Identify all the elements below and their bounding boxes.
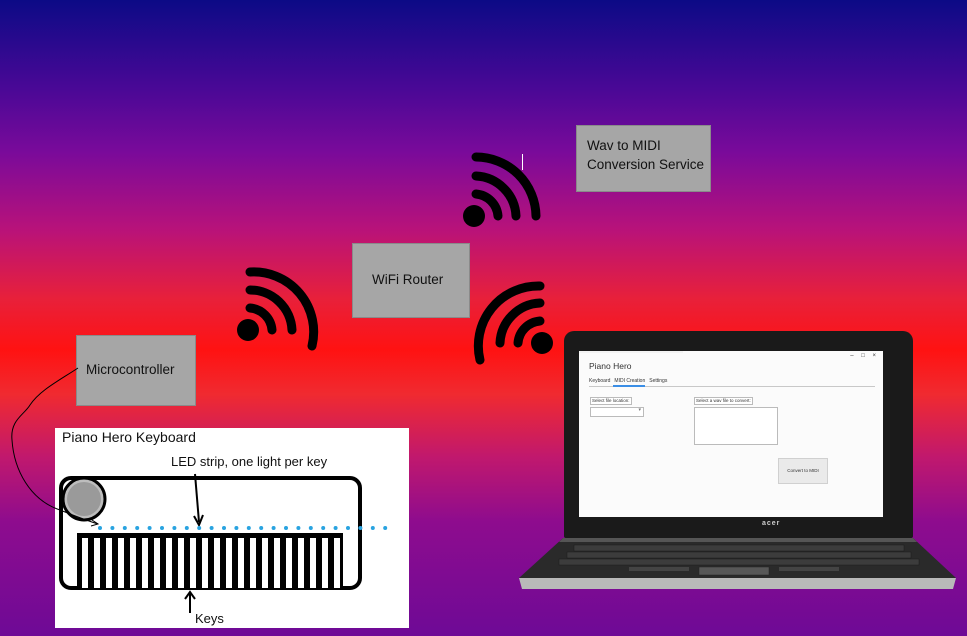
led-light-icon [271, 526, 276, 530]
tab-keyboard[interactable]: Keyboard [589, 378, 611, 384]
piano-key [130, 538, 136, 588]
file-location-select[interactable]: ▾ [590, 407, 644, 417]
laptop-keyboard-deck [519, 538, 956, 589]
keys-label: Keys [195, 611, 224, 626]
laptop: – □ × Piano Hero Keyboard MIDI Creation … [519, 331, 956, 589]
wav-file-input[interactable] [694, 407, 778, 445]
piano-key [154, 538, 160, 588]
piano-key [274, 538, 280, 588]
keyboard-diagram: Piano Hero Keyboard LED strip, one light… [55, 428, 409, 628]
led-light-icon [122, 526, 127, 530]
led-light-icon [308, 526, 313, 530]
led-light-icon [234, 526, 239, 530]
wifi-signal-icon [473, 281, 553, 365]
wire-connection [11, 367, 100, 527]
piano-key [286, 538, 292, 588]
piano-key [106, 538, 112, 588]
led-light-icon [110, 526, 115, 530]
microcontroller-box: Microcontroller [76, 335, 196, 406]
text-cursor [522, 154, 523, 170]
led-light-icon [222, 526, 226, 530]
piano-key [118, 538, 124, 588]
laptop-screen: – □ × Piano Hero Keyboard MIDI Creation … [564, 331, 913, 538]
piano-key [202, 538, 208, 588]
conversion-service-box: Wav to MIDI Conversion Service [576, 125, 711, 192]
led-light-icon [358, 526, 363, 530]
led-light-icon [284, 526, 288, 530]
app-title: Piano Hero [589, 361, 632, 371]
tab-midi-creation[interactable]: MIDI Creation [614, 378, 646, 384]
led-light-icon [98, 526, 102, 530]
chevron-down-icon: ▾ [638, 407, 641, 413]
led-light-icon [209, 526, 214, 530]
piano-key [82, 538, 88, 588]
led-light-icon [246, 526, 251, 530]
active-tab-indicator [613, 385, 645, 387]
led-light-icon [135, 526, 140, 530]
piano-key [322, 538, 328, 588]
led-light-icon [321, 526, 326, 530]
wifi-signal-icon [463, 152, 541, 227]
piano-key [250, 538, 256, 588]
file-location-label: Select file location: [590, 397, 632, 405]
app-top-bar [579, 351, 683, 353]
led-light-icon [147, 526, 152, 530]
led-light-icon [333, 526, 338, 530]
led-strip-label: LED strip, one light per key [171, 454, 328, 469]
piano-key [310, 538, 316, 588]
tab-settings[interactable]: Settings [649, 378, 668, 384]
led-light-icon [160, 526, 164, 530]
led-light-icon [383, 526, 388, 530]
piano-key [334, 538, 340, 588]
led-light-icon [296, 526, 301, 530]
led-light-icon [184, 526, 189, 530]
piano-key [238, 538, 244, 588]
app-tabs: Keyboard MIDI Creation Settings [589, 378, 667, 384]
wav-file-label: Select a wav file to convert: [694, 397, 753, 405]
window-controls[interactable]: – □ × [850, 353, 879, 359]
wifi-signal-icon [237, 267, 319, 351]
led-light-icon [259, 526, 264, 530]
piano-key [166, 538, 172, 588]
piano-key [142, 538, 148, 588]
piano-key [298, 538, 304, 588]
led-light-icon [197, 526, 202, 530]
tab-divider [589, 386, 875, 387]
piano-key [214, 538, 220, 588]
laptop-brand-logo: acer [762, 520, 781, 527]
piano-key [226, 538, 232, 588]
piano-key [262, 538, 268, 588]
piano-key [190, 538, 196, 588]
piano-key [94, 538, 100, 588]
wifi-router-box: WiFi Router [352, 243, 470, 318]
piano-hero-app-window: – □ × Piano Hero Keyboard MIDI Creation … [579, 351, 883, 517]
keyboard-title: Piano Hero Keyboard [62, 429, 196, 445]
keyboard-drawing [59, 473, 388, 613]
piano-key [178, 538, 184, 588]
convert-to-midi-button[interactable]: Convert to MIDI [778, 458, 828, 484]
led-light-icon [346, 526, 350, 530]
led-light-icon [370, 526, 375, 530]
led-light-icon [172, 526, 177, 530]
